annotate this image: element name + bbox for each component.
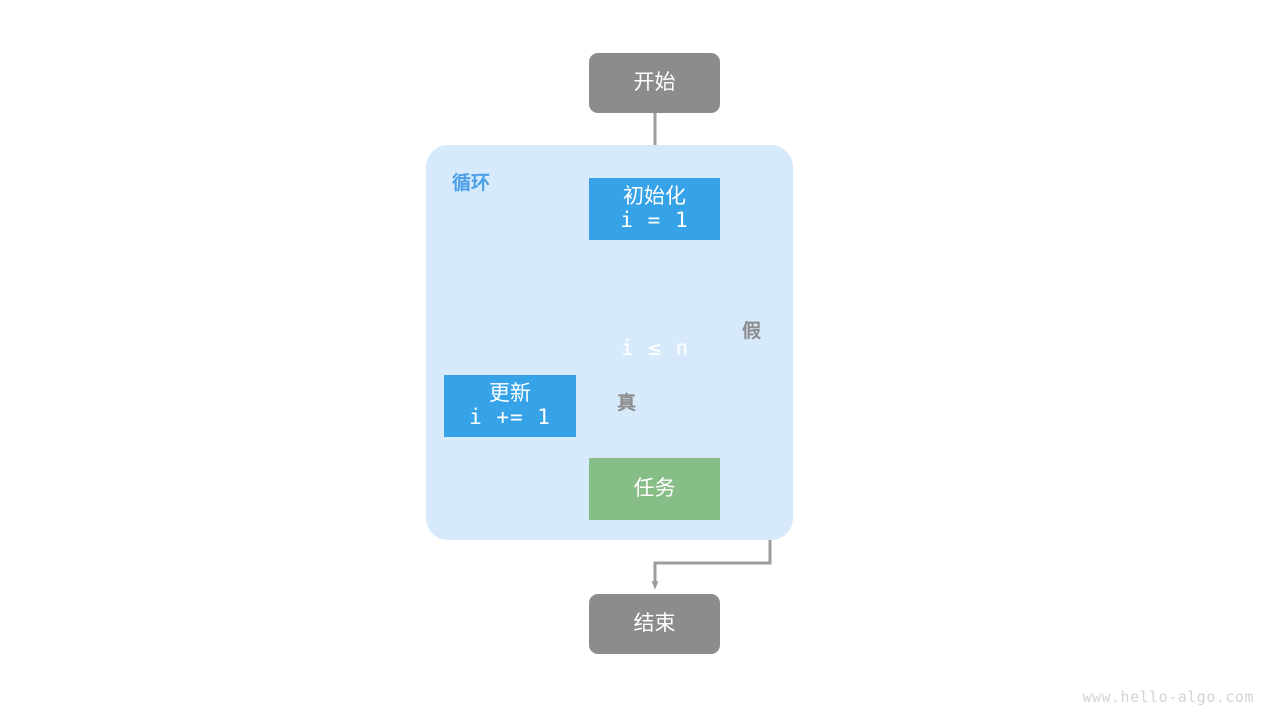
end-node[interactable] [589,594,720,654]
edge-label-false: 假 [742,320,762,342]
update-node[interactable] [444,375,576,437]
task-node[interactable] [589,458,720,520]
start-node[interactable] [589,53,720,113]
loop-group-label: 循环 [452,172,491,194]
edge-label-true: 真 [617,392,637,414]
watermark: www.hello-algo.com [1082,688,1254,706]
init-node[interactable] [589,178,720,240]
